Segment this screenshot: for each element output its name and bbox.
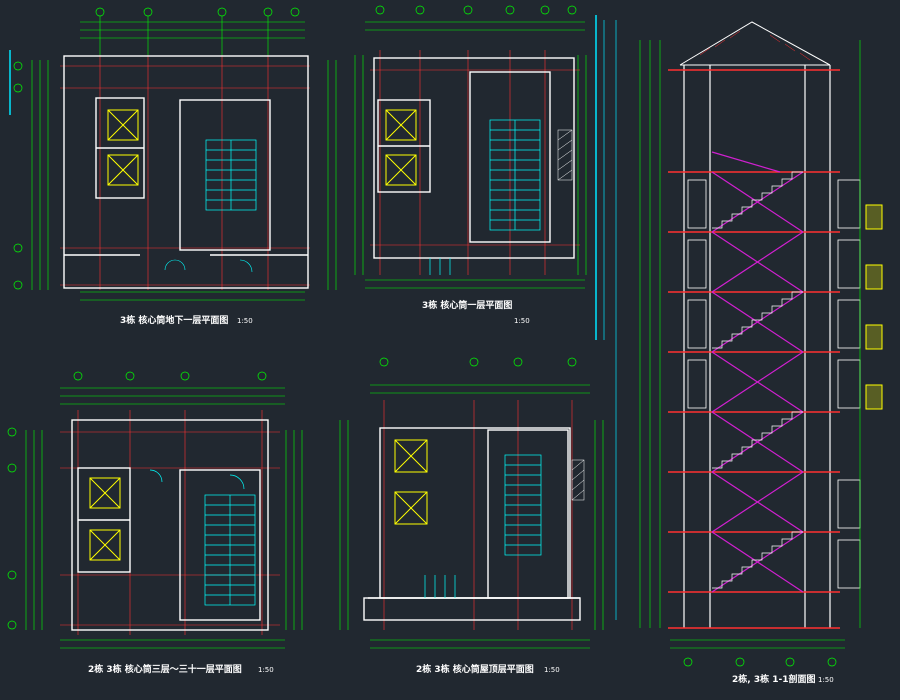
- grid-bubbles-top: [379, 357, 577, 367]
- section-scale: 1:50: [818, 676, 834, 684]
- window-panels: [865, 204, 883, 410]
- stair-treads: [205, 139, 257, 211]
- plan-roof-title: 2栋 3栋 核心筒屋顶层平面图: [416, 663, 534, 675]
- walls: [63, 55, 309, 289]
- grid-axes: [370, 50, 580, 275]
- stair-treads: [149, 469, 256, 606]
- stair-treads: [429, 119, 541, 275]
- hatch-wall: [571, 459, 585, 501]
- dimension-lines: [339, 384, 604, 649]
- section-guide-lines: [603, 20, 617, 620]
- plan-ground-scale: 1:50: [514, 317, 530, 325]
- plan-basement-title: 3栋 核心筒地下一层平面图: [120, 314, 228, 326]
- stair-flights: [711, 151, 804, 593]
- elevator-shafts: [89, 477, 121, 561]
- walls: [373, 57, 575, 259]
- plan-roof: 2栋 3栋 核心筒屋顶层平面图 1:50: [339, 357, 604, 675]
- plan-typical: 2栋 3栋 核心筒三层～三十一层平面图 1:50: [7, 371, 303, 675]
- stair-treads: [424, 454, 542, 598]
- grid-bubbles-top: [73, 371, 267, 381]
- roof-truss-hatch: [699, 30, 811, 61]
- plan-basement: 3栋 核心筒地下一层平面图 1:50: [13, 7, 337, 326]
- dimension-lines: [354, 21, 587, 289]
- grid-bubbles-bottom: [683, 657, 837, 667]
- grid-bubbles-left: [13, 61, 23, 290]
- plan-ground-title: 3栋 核心筒一层平面图: [422, 299, 512, 311]
- section-1-1: 2栋, 3栋 1-1剖面图 1:50: [603, 20, 883, 685]
- elevator-shafts: [107, 109, 139, 186]
- plan-ground: 3栋 核心筒一层平面图 1:50: [354, 5, 587, 325]
- door-swings: [164, 259, 253, 273]
- elevation-dimensions: [639, 40, 861, 649]
- plan-typical-scale: 1:50: [258, 666, 274, 674]
- walls: [71, 419, 269, 631]
- plan-roof-scale: 1:50: [544, 666, 560, 674]
- floor-slabs: [668, 69, 840, 629]
- dimension-lines-bottom: [80, 291, 305, 301]
- hatch-wall: [557, 129, 573, 181]
- dimension-lines-top: [80, 16, 305, 55]
- plan-basement-scale: 1:50: [237, 317, 253, 325]
- grid-bubbles-top: [375, 5, 577, 15]
- plan-typical-title: 2栋 3栋 核心筒三层～三十一层平面图: [88, 663, 242, 675]
- section-title: 2栋, 3栋 1-1剖面图: [732, 673, 815, 685]
- stair-step-profiles: [712, 171, 803, 589]
- dimension-lines-left: [31, 60, 337, 290]
- walls: [363, 427, 581, 621]
- section-walls: [683, 65, 831, 628]
- elevator-shafts: [385, 109, 417, 186]
- grid-bubbles-left: [7, 427, 17, 630]
- dimension-lines: [25, 387, 303, 649]
- elevator-shafts: [394, 439, 428, 525]
- grid-axes: [60, 55, 310, 290]
